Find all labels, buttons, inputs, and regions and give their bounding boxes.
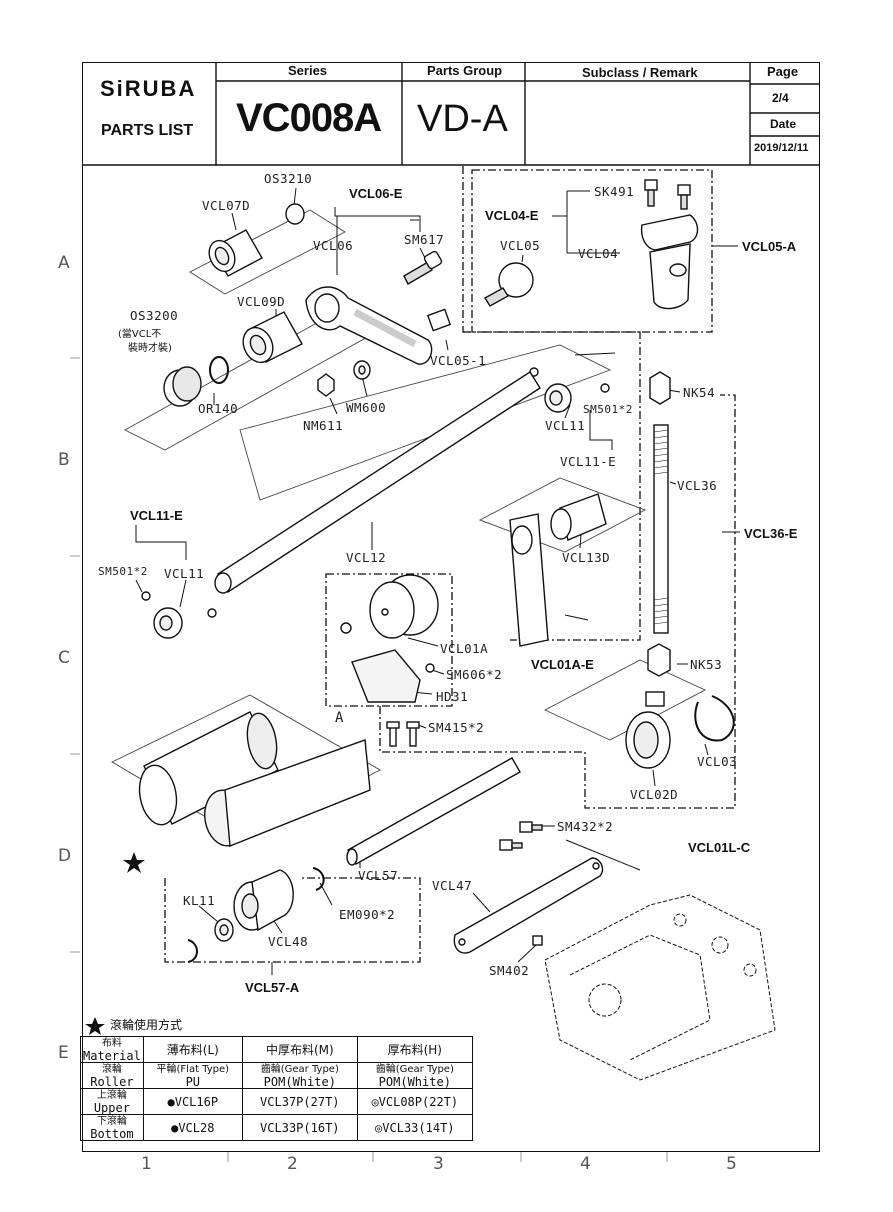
light-fabric-header: 薄布料(L): [142, 1036, 243, 1063]
medium-roller-material: POM(White): [263, 1074, 336, 1089]
part-label-vcl13d: VCL13D: [562, 550, 611, 565]
upper-light-part: ●VCL16P: [142, 1088, 243, 1115]
roller-header-en: Roller: [90, 1074, 134, 1089]
part-label-wm600: WM600: [346, 400, 387, 415]
part-label-kl11: KL11: [183, 893, 216, 908]
part-label-vcl48: VCL48: [268, 934, 309, 949]
date-value: 2019/12/11: [754, 142, 809, 154]
part-label-vcl07d: VCL07D: [202, 198, 251, 213]
zone-c: C: [58, 648, 70, 668]
heavy-roller-type: 齒輪(Gear Type): [375, 1063, 454, 1075]
part-label-sm402: SM402: [489, 963, 530, 978]
subclass-label: Subclass / Remark: [582, 65, 698, 80]
part-label-sm415: SM415*2: [428, 720, 485, 735]
upper-heavy-part: ◎VCL08P(22T): [356, 1088, 473, 1115]
part-label-hd31: HD31: [436, 689, 469, 704]
zone-e: E: [58, 1043, 69, 1063]
part-label-nm611: NM611: [303, 418, 344, 433]
part-label-os3200: OS3200: [130, 308, 179, 323]
zone-b: B: [58, 450, 70, 470]
part-label-vcl04: VCL04: [578, 246, 619, 261]
group-label-vcl57a: VCL57-A: [245, 980, 300, 995]
group-label-vcl11e-upper: VCL11-E: [560, 454, 617, 469]
drawing-frame: [82, 62, 820, 1152]
part-label-sm501-upper: SM501*2: [583, 403, 633, 416]
part-label-nk53: NK53: [690, 657, 723, 672]
group-label-vcl36e: VCL36-E: [744, 526, 798, 541]
part-label-vcl03: VCL03: [697, 754, 738, 769]
parts-group-label: Parts Group: [427, 63, 503, 78]
bottom-header-en: Bottom: [90, 1126, 134, 1141]
group-label-vcl04e: VCL04-E: [485, 208, 539, 223]
part-label-vcl12: VCL12: [346, 550, 387, 565]
bottom-light-part: ●VCL28: [142, 1114, 243, 1141]
heavy-roller-material: POM(White): [378, 1074, 451, 1089]
upper-header-zh: 上滾輪: [96, 1089, 127, 1101]
parts-group-value: VD-A: [417, 98, 508, 140]
material-header-zh: 布料: [101, 1037, 122, 1049]
part-label-sm606: SM606*2: [446, 667, 503, 682]
part-label-sm617: SM617: [404, 232, 445, 247]
material-header-en: Material: [83, 1048, 141, 1063]
part-label-sk491: SK491: [594, 184, 635, 199]
part-label-vcl06: VCL06: [313, 238, 354, 253]
part-note-os3200-line2: 裝時才裝): [128, 343, 172, 354]
upper-header-en: Upper: [93, 1100, 130, 1115]
document-subtitle: PARTS LIST: [101, 122, 194, 139]
medium-fabric-header: 中厚布料(M): [241, 1036, 358, 1063]
series-value: VC008A: [236, 96, 382, 140]
group-label-vcl06e: VCL06-E: [349, 186, 403, 201]
column-2: 2: [287, 1154, 298, 1174]
part-label-sm501-lower: SM501*2: [98, 565, 148, 578]
group-label-vcl05a: VCL05-A: [742, 239, 797, 254]
brand-logo: SiRUBA: [100, 76, 197, 101]
group-label-vcl11e-lower: VCL11-E: [130, 508, 183, 523]
column-1: 1: [141, 1154, 152, 1174]
date-label: Date: [770, 117, 797, 131]
detail-label-a: A: [335, 710, 344, 726]
part-label-vcl02d: VCL02D: [630, 787, 679, 802]
part-label-os3210: OS3210: [264, 171, 313, 186]
part-label-vcl051: VCL05-1: [430, 353, 487, 368]
part-label-vcl47: VCL47: [432, 878, 473, 893]
zone-d: D: [58, 846, 72, 866]
part-label-or140: OR140: [198, 401, 239, 416]
column-3: 3: [433, 1154, 444, 1174]
part-label-vcl57: VCL57: [358, 868, 399, 883]
page-label: Page: [767, 64, 799, 79]
page-value: 2/4: [772, 91, 789, 105]
group-label-vcl01ae: VCL01A-E: [531, 657, 594, 672]
part-label-nk54: NK54: [683, 385, 716, 400]
upper-medium-part: VCL37P(27T): [241, 1088, 358, 1115]
group-label-vcl01lc: VCL01L-C: [688, 840, 751, 855]
bottom-header-zh: 下滾輪: [96, 1115, 127, 1127]
part-note-os3200-line1: (當VCL不: [118, 329, 162, 340]
zone-a: A: [58, 253, 70, 273]
part-label-vcl05: VCL05: [500, 238, 541, 253]
part-label-vcl36: VCL36: [677, 478, 718, 493]
series-label: Series: [288, 63, 328, 78]
heavy-fabric-header: 厚布料(H): [356, 1036, 473, 1063]
light-roller-type: 平輪(Flat Type): [156, 1063, 230, 1075]
part-label-sm432: SM432*2: [557, 819, 614, 834]
column-5: 5: [726, 1154, 737, 1174]
bottom-heavy-part: ◎VCL33(14T): [356, 1114, 473, 1141]
column-4: 4: [580, 1154, 591, 1174]
part-label-em090: EM090*2: [339, 907, 396, 922]
part-label-vcl01a: VCL01A: [440, 641, 489, 656]
part-label-vcl11-upper: VCL11: [545, 418, 586, 433]
roller-header-zh: 滾輪: [101, 1063, 122, 1075]
medium-roller-type: 齒輪(Gear Type): [260, 1063, 339, 1075]
light-roller-material: PU: [185, 1074, 201, 1089]
part-label-vcl09d: VCL09D: [237, 294, 286, 309]
part-label-vcl11-lower: VCL11: [164, 566, 205, 581]
bottom-medium-part: VCL33P(16T): [241, 1114, 358, 1141]
usage-table-title: 滾輪使用方式: [110, 1018, 183, 1032]
